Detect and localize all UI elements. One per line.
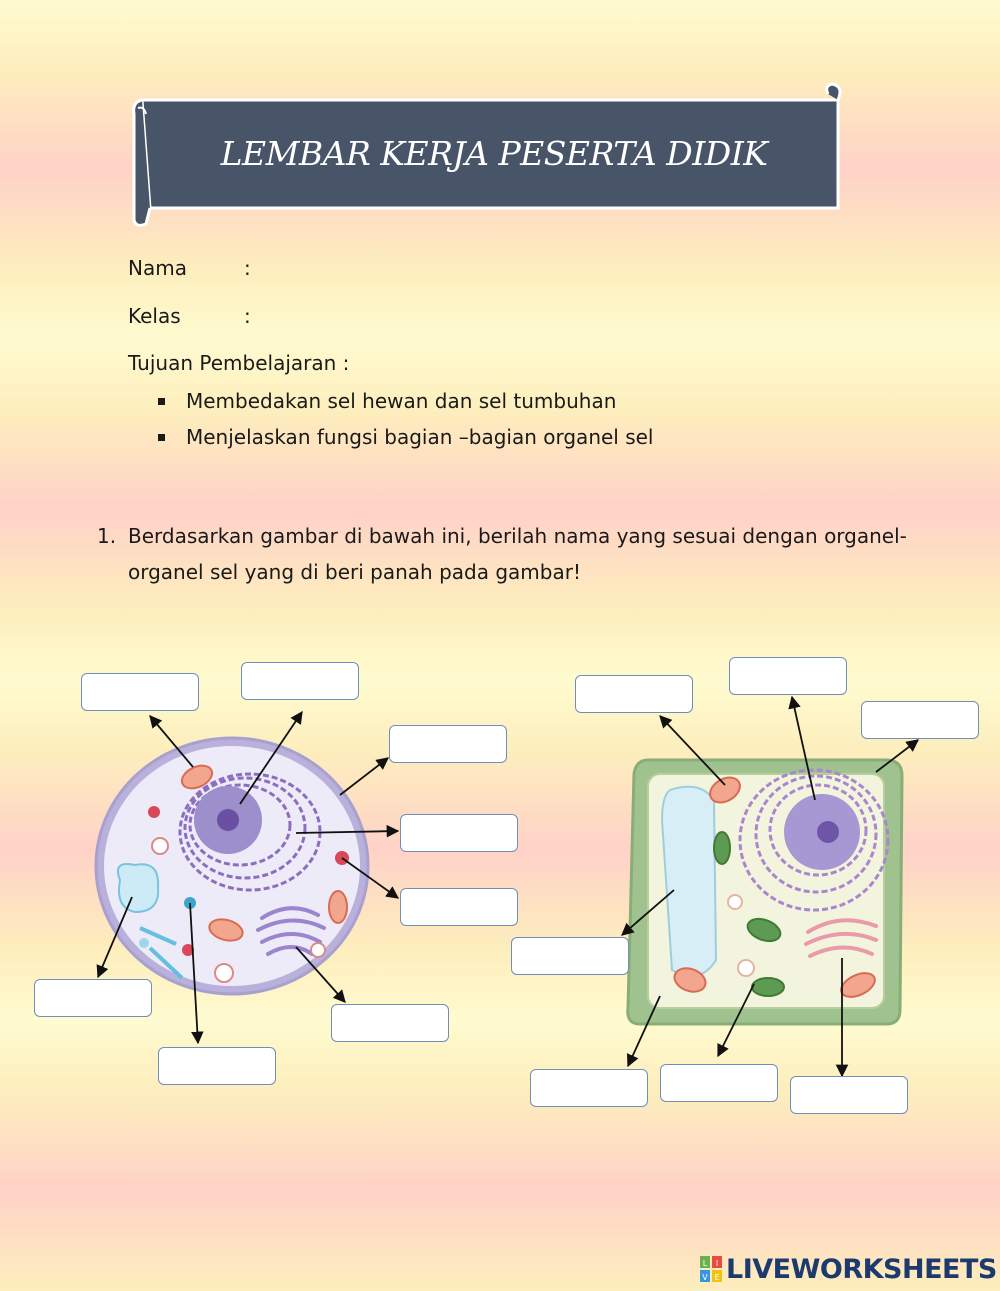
plant-cell-arrows xyxy=(621,695,920,1078)
worksheet-title: LEMBAR KERJA PESERTA DIDIK xyxy=(220,133,768,173)
plant-cell-answer-box[interactable] xyxy=(861,701,979,739)
animal-cell-answer-box[interactable] xyxy=(400,814,518,852)
plant-cell-answer-box[interactable] xyxy=(660,1064,778,1102)
plant-cell-answer-box[interactable] xyxy=(530,1069,648,1107)
plant-cell-answer-box[interactable] xyxy=(511,937,629,975)
brand-name: LIVEWORKSHEETS xyxy=(726,1253,997,1285)
animal-cell-answer-box[interactable] xyxy=(331,1004,449,1042)
bullet-icon xyxy=(158,434,165,441)
title-banner xyxy=(132,82,842,227)
bullet-icon xyxy=(158,398,165,405)
animal-cell-answer-box[interactable] xyxy=(34,979,152,1017)
plant-cell-answer-box[interactable] xyxy=(729,657,847,695)
liveworksheets-logo[interactable]: L I V E LIVEWORKSHEETS xyxy=(700,1252,997,1286)
animal-cell-answer-box[interactable] xyxy=(241,662,359,700)
animal-cell-answer-box[interactable] xyxy=(389,725,507,763)
animal-cell-arrows xyxy=(96,710,400,1045)
objective-item: Menjelaskan fungsi bagian –bagian organe… xyxy=(186,425,654,449)
plant-cell-answer-box[interactable] xyxy=(790,1076,908,1114)
plant-cell xyxy=(626,758,904,1026)
objectives-heading: Tujuan Pembelajaran : xyxy=(128,351,350,375)
plant-cell-answer-box[interactable] xyxy=(575,675,693,713)
animal-cell-answer-box[interactable] xyxy=(158,1047,276,1085)
animal-cell-answer-box[interactable] xyxy=(400,888,518,926)
logo-letter: L xyxy=(703,1259,708,1268)
name-colon: : xyxy=(244,256,251,280)
question-number: 1. xyxy=(97,524,117,548)
class-colon: : xyxy=(244,304,251,328)
class-label: Kelas xyxy=(128,304,181,328)
liveworksheets-logo-icon: L I V E xyxy=(700,1256,722,1282)
name-label: Nama xyxy=(128,256,187,280)
question-text-line2: organel sel yang di beri panah pada gamb… xyxy=(128,560,581,584)
question-text-line1: Berdasarkan gambar di bawah ini, berilah… xyxy=(128,524,907,548)
logo-letter: V xyxy=(702,1273,708,1282)
objective-item: Membedakan sel hewan dan sel tumbuhan xyxy=(186,389,617,413)
animal-cell-answer-box[interactable] xyxy=(81,673,199,711)
logo-letter: E xyxy=(714,1273,719,1282)
animal-cell xyxy=(94,736,370,996)
logo-letter: I xyxy=(716,1259,718,1268)
